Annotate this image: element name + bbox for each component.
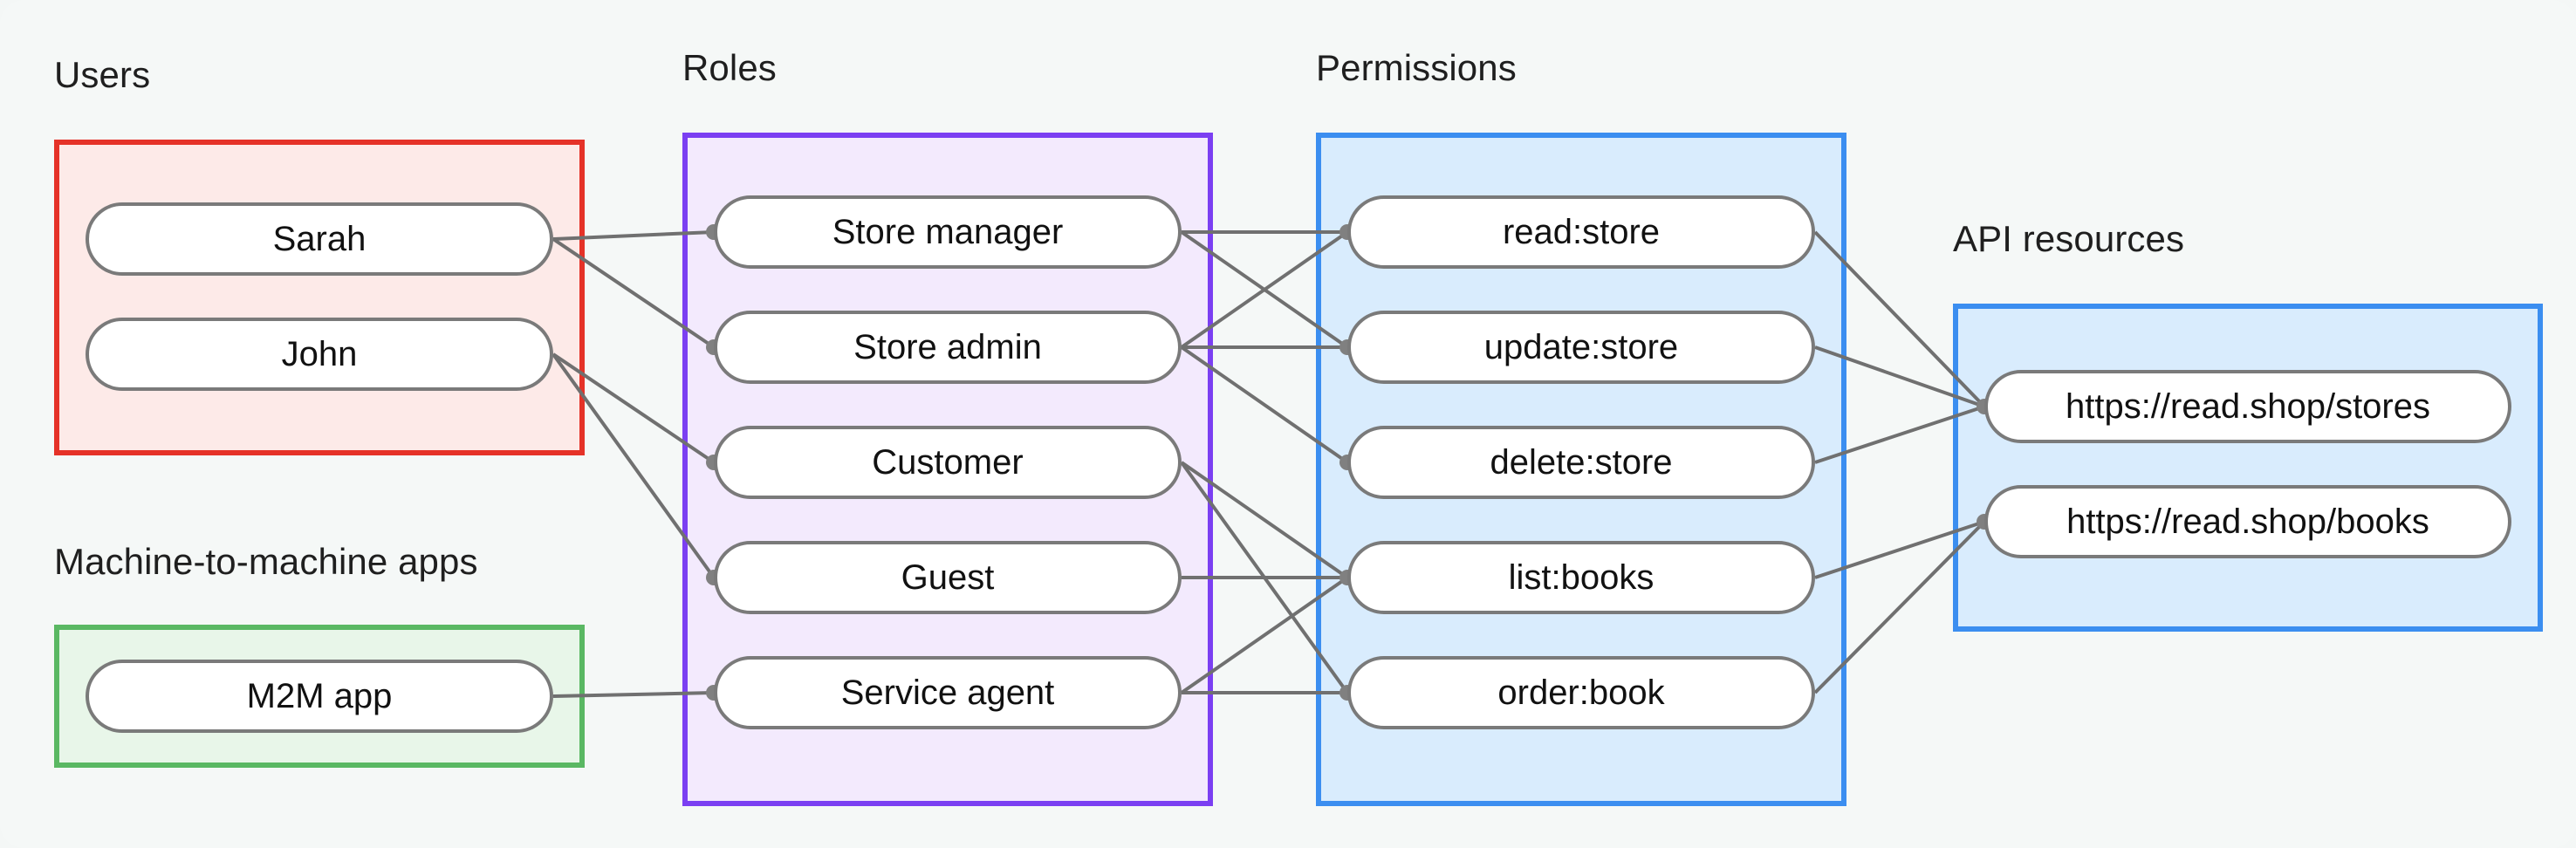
node-role-service-agent[interactable]: Service agent [714, 656, 1182, 729]
node-permission-update-store[interactable]: update:store [1347, 311, 1815, 384]
node-user-john[interactable]: John [86, 318, 553, 391]
group-label-permissions: Permissions [1316, 47, 1517, 88]
node-api-resource-books[interactable]: https://read.shop/books [1984, 485, 2511, 558]
node-permission-list-books[interactable]: list:books [1347, 541, 1815, 614]
node-label: read:store [1502, 212, 1661, 251]
node-label: Store manager [832, 212, 1064, 251]
node-user-sarah[interactable]: Sarah [86, 202, 553, 276]
group-box-users [54, 140, 585, 455]
group-box-api-resources [1953, 304, 2543, 632]
group-label-m2m: Machine-to-machine apps [54, 541, 478, 582]
group-label-roles: Roles [682, 47, 777, 88]
node-label: list:books [1508, 557, 1655, 597]
node-role-guest[interactable]: Guest [714, 541, 1182, 614]
node-api-resource-stores[interactable]: https://read.shop/stores [1984, 370, 2511, 443]
node-label: order:book [1497, 673, 1665, 712]
group-label-api-resources: API resources [1953, 218, 2185, 259]
node-label: delete:store [1490, 442, 1673, 482]
node-label: Service agent [840, 673, 1055, 712]
node-role-customer[interactable]: Customer [714, 426, 1182, 499]
node-role-store-admin[interactable]: Store admin [714, 311, 1182, 384]
node-label: Customer [872, 442, 1024, 482]
node-label: https://read.shop/books [2066, 502, 2429, 541]
group-label-users: Users [54, 54, 151, 95]
node-label: M2M app [246, 676, 393, 715]
node-label: https://read.shop/stores [2065, 386, 2430, 426]
node-m2m-app[interactable]: M2M app [86, 660, 553, 733]
node-permission-delete-store[interactable]: delete:store [1347, 426, 1815, 499]
node-label: Store admin [853, 327, 1042, 366]
node-permission-order-book[interactable]: order:book [1347, 656, 1815, 729]
node-label: John [281, 334, 358, 373]
node-label: Guest [901, 557, 995, 597]
node-label: Sarah [272, 219, 367, 258]
node-permission-read-store[interactable]: read:store [1347, 195, 1815, 269]
node-label: update:store [1483, 327, 1679, 366]
node-role-store-manager[interactable]: Store manager [714, 195, 1182, 269]
